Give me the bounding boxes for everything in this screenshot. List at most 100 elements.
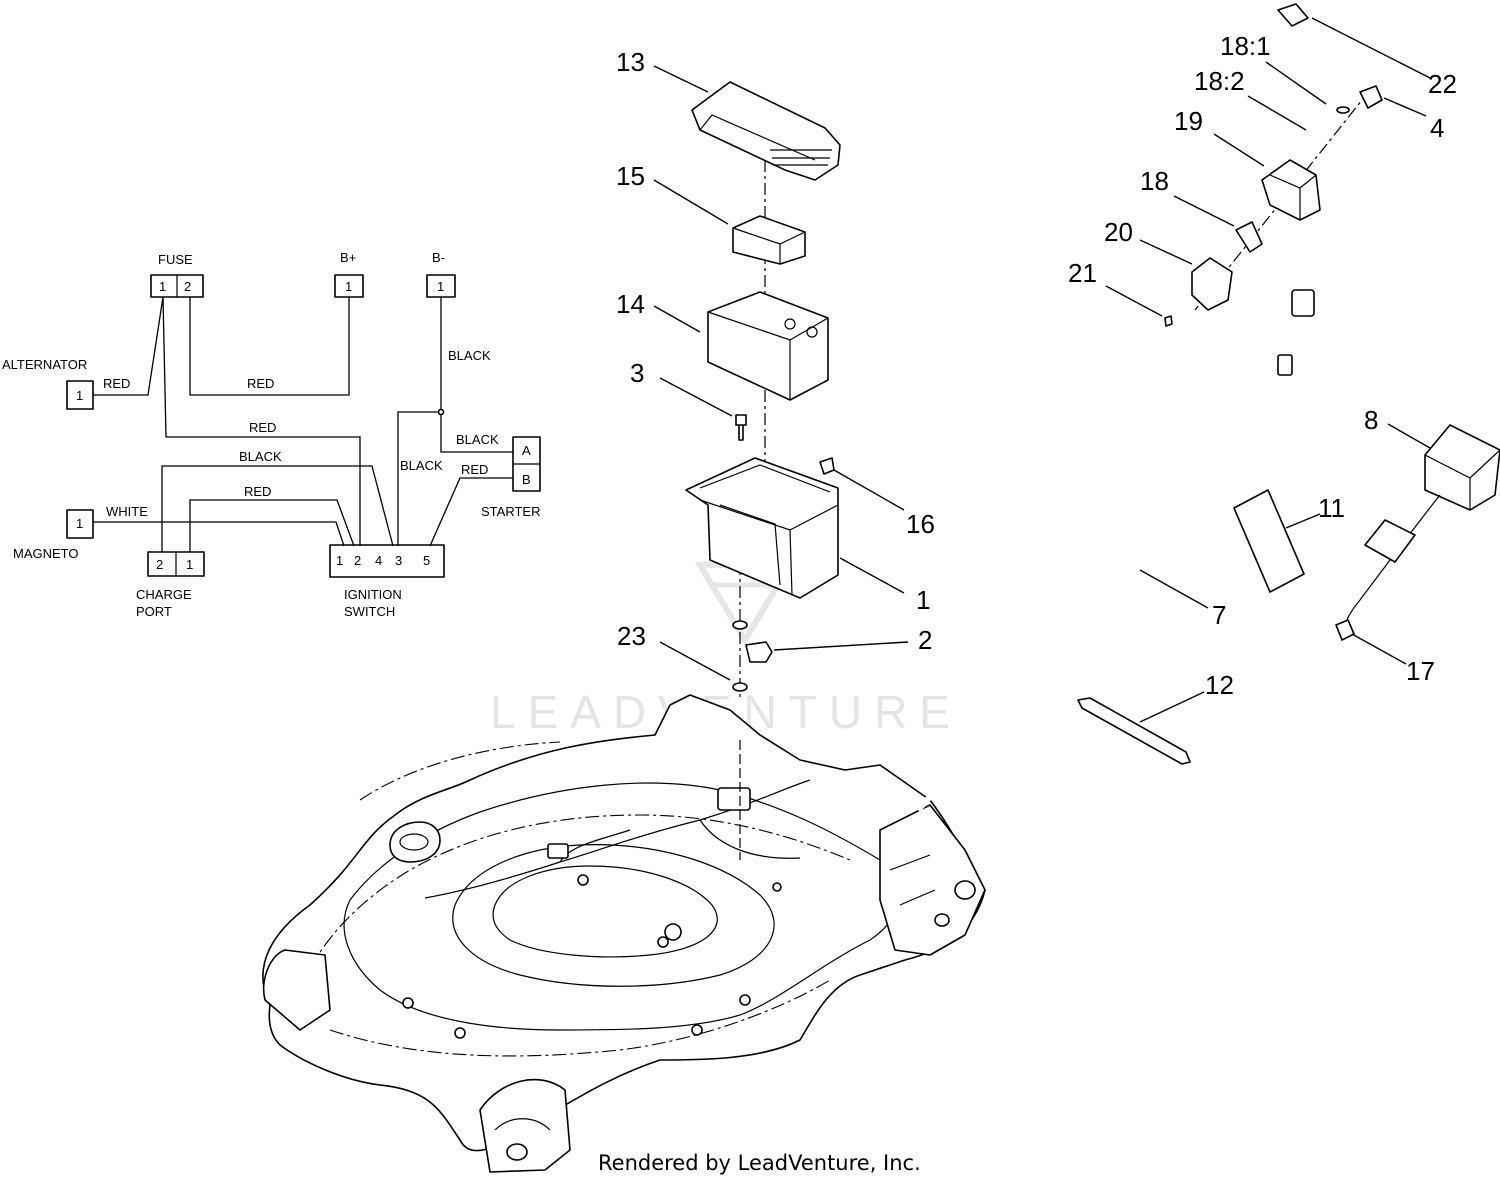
ignition-pin-5: 5 [423,553,430,568]
part-20-housing [1191,257,1233,311]
part-11-decal [1233,489,1305,593]
part-14-battery [707,291,829,401]
callout-numbers: 13 15 14 3 16 1 2 23 18:1 18:2 19 18 20 … [616,31,1457,700]
ignition-label-line1: IGNITION [344,587,402,602]
deck-harness-plug [717,787,751,811]
magneto-connector [66,509,94,539]
wire-label-alt-red: RED [103,376,130,391]
fuse-label: FUSE [158,252,193,267]
mower-deck [262,694,986,1173]
deck-rear-bracket [879,804,986,956]
part-3-screw [735,414,747,441]
ignition-pin-1: 1 [336,553,343,568]
magneto-pin: 1 [76,516,83,531]
ignition-assembly [1164,3,1383,327]
fuse-pin-2: 2 [184,279,191,294]
callout-23: 23 [617,621,646,651]
callout-19: 19 [1174,106,1203,136]
part-1-battery-tray [685,457,839,599]
part-8-charger [1424,424,1500,511]
fuse-pin-1: 1 [159,279,166,294]
b-plus-label: B+ [340,250,356,265]
starter-pin-a: A [522,443,531,458]
wire-label-starter-black: BLACK [456,432,499,447]
part-17-plug [1335,619,1355,641]
wire-bminus-ignition-black [397,411,441,546]
wire-label-bminus-black: BLACK [448,348,491,363]
part-18-switch [1235,221,1263,253]
charge-pin-2: 2 [156,557,163,572]
callout-15: 15 [616,161,645,191]
starter-pin-b: B [522,472,531,487]
callout-14: 14 [616,289,645,319]
callout-4: 4 [1430,113,1444,143]
part-16-fuse [819,457,835,475]
part-2-grommet [745,641,773,663]
part-22-key-cap [1277,3,1309,27]
part-19-bezel [1261,159,1321,221]
callout-11: 11 [1318,493,1345,523]
wire-label-charge-black: BLACK [239,449,282,464]
callout-2: 2 [918,625,932,655]
ignition-pin-4: 4 [375,553,382,568]
callout-17: 17 [1406,656,1435,686]
wiring-schematic: FUSE 1 2 B+ 1 B- 1 ALTERNATOR 1 1 MAGNET… [2,250,541,619]
wire-label-fuse-bplus-red: RED [247,376,274,391]
callout-7: 7 [1212,600,1226,630]
charge-pin-1: 1 [186,557,193,572]
wire-starter-ignition-red [429,477,513,547]
b-plus-pin: 1 [345,279,352,294]
callout-8: 8 [1364,405,1378,435]
wire-magneto-white [93,521,345,547]
wire-fuse-ignition-red [162,296,361,546]
wire-label-starter-red: RED [461,462,488,477]
harness-plug-side [1277,354,1293,376]
alternator-pin: 1 [76,388,83,403]
callout-1: 1 [916,585,930,615]
charge-port-label-line1: CHARGE [136,587,192,602]
charger-assembly [1233,424,1500,641]
wire-label-charge-red: RED [244,484,271,499]
wire-bminus-starter-black [440,297,513,453]
deck-left-mount [263,949,331,1031]
callout-16: 16 [906,509,935,539]
ignition-switch-connector [329,544,445,578]
deck-pod [389,821,441,863]
callout-13: 13 [616,47,645,77]
callout-18: 18 [1140,166,1169,196]
ignition-label-line2: SWITCH [344,604,395,619]
callout-22: 22 [1428,69,1457,99]
part-13-battery-cover [691,81,841,181]
harness-plug-top [1291,289,1315,317]
ignition-pin-2: 2 [354,553,361,568]
alternator-label: ALTERNATOR [2,357,87,372]
magneto-label: MAGNETO [13,546,79,561]
callout-18-1: 18:1 [1220,31,1271,61]
wire-alternator-red [93,296,164,396]
deck-chamber-inner [492,865,718,958]
callout-3: 3 [630,358,644,388]
charge-port-label-line2: PORT [136,604,172,619]
wire-harness [915,289,1315,813]
deck-housing [262,694,986,1152]
callout-leaders [653,17,1431,723]
callout-18-2: 18:2 [1194,66,1245,96]
footer-credit: Rendered by LeadVenture, Inc. [598,1151,921,1175]
part-18-1-washer [1336,106,1350,114]
wire-charge-ignition-black [161,465,394,552]
wire-label-fuse-ign-red: RED [249,420,276,435]
callout-12: 12 [1205,670,1234,700]
wire-fuse-bplus-red [189,297,350,396]
ignition-pin-3: 3 [395,553,402,568]
deck-rim [343,782,899,1031]
callout-21: 21 [1068,258,1097,288]
wire-charge-ignition-red [189,499,355,552]
deck-front-bumper [479,1078,571,1173]
battery-assembly [685,81,841,700]
part-4-key [1359,85,1383,109]
part-12-cable-tie [1077,697,1191,765]
part-21-screw [1164,315,1173,327]
b-minus-pin: 1 [437,279,444,294]
